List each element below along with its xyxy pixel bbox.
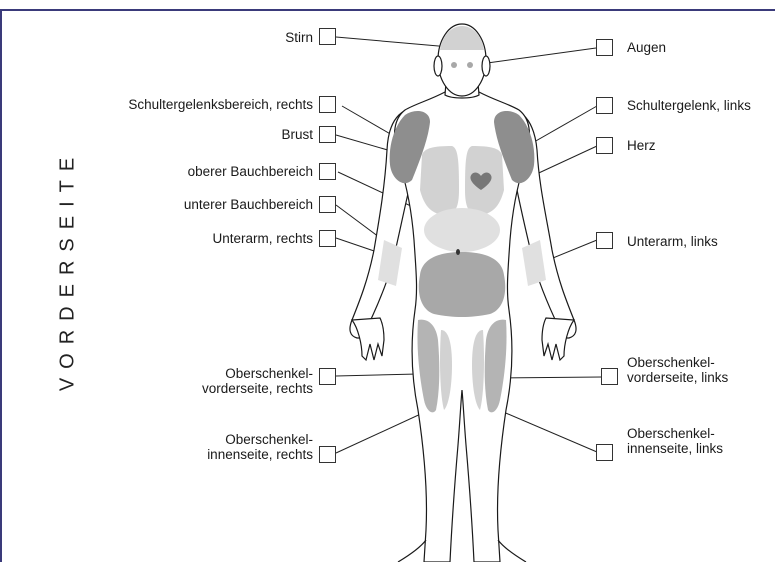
label-unterarm-rechts: Unterarm, rechts	[212, 231, 313, 246]
checkbox-oberschenkel-innen-rechts[interactable]	[319, 446, 336, 463]
label-line-1: Oberschenkel-	[207, 432, 313, 447]
label-line-2: innenseite, rechts	[207, 447, 313, 462]
checkbox-oberschenkel-vorn-links[interactable]	[601, 368, 618, 385]
checkbox-unterarm-rechts[interactable]	[319, 230, 336, 247]
checkbox-herz[interactable]	[596, 137, 613, 154]
label-line-2: vorderseite, links	[627, 370, 728, 385]
label-unterer-bauch: unterer Bauchbereich	[184, 197, 313, 212]
label-line-1: Oberschenkel-	[627, 426, 723, 441]
label-stirn: Stirn	[285, 30, 313, 45]
checkbox-oberschenkel-vorn-rechts[interactable]	[319, 368, 336, 385]
checkbox-oberer-bauch[interactable]	[319, 163, 336, 180]
label-schulter-links: Schultergelenk, links	[627, 98, 751, 113]
label-oberschenkel-vorn-links: Oberschenkel- vorderseite, links	[627, 355, 728, 385]
checkbox-unterer-bauch[interactable]	[319, 196, 336, 213]
label-line-2: vorderseite, rechts	[202, 381, 313, 396]
label-line-2: innenseite, links	[627, 441, 723, 456]
label-brust: Brust	[281, 127, 313, 142]
checkbox-brust[interactable]	[319, 126, 336, 143]
label-oberer-bauch: oberer Bauchbereich	[188, 164, 313, 179]
label-schulter-rechts: Schultergelenksbereich, rechts	[128, 97, 313, 112]
label-herz: Herz	[627, 138, 656, 153]
checkbox-stirn[interactable]	[319, 28, 336, 45]
checkbox-schulter-links[interactable]	[596, 97, 613, 114]
label-line-1: Oberschenkel-	[627, 355, 728, 370]
label-oberschenkel-vorn-rechts: Oberschenkel- vorderseite, rechts	[202, 366, 313, 396]
label-oberschenkel-innen-links: Oberschenkel- innenseite, links	[627, 426, 723, 456]
label-unterarm-links: Unterarm, links	[627, 234, 718, 249]
label-line-1: Oberschenkel-	[202, 366, 313, 381]
checkbox-augen[interactable]	[596, 39, 613, 56]
label-oberschenkel-innen-rechts: Oberschenkel- innenseite, rechts	[207, 432, 313, 462]
checkbox-unterarm-links[interactable]	[596, 232, 613, 249]
checkbox-oberschenkel-innen-links[interactable]	[596, 444, 613, 461]
label-augen: Augen	[627, 40, 666, 55]
checkbox-schulter-rechts[interactable]	[319, 96, 336, 113]
